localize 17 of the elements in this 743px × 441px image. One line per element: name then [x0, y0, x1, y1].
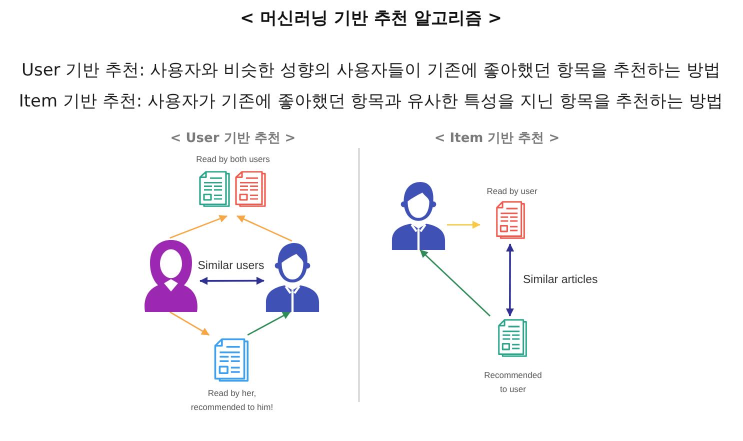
icon-caption: Recommended to user: [483, 369, 543, 396]
icon-caption: Read by user: [486, 185, 538, 198]
arrow: [247, 311, 291, 336]
arrow: [169, 311, 210, 336]
arrow: [200, 276, 264, 285]
arrow: [236, 215, 292, 242]
arrow: [420, 250, 491, 316]
title: < 머신러닝 기반 추천 알고리즘 >: [240, 8, 502, 30]
icon-caption: Read by both users: [195, 153, 271, 166]
description-text: User 기반 추천: 사용자와 비슷한 성향의 사용자들이 기존에 좋아했던 항목을 추천하는 방법: [22, 60, 720, 82]
arrow: [506, 244, 514, 316]
arrow: [447, 220, 480, 229]
section-heading: < User 기반 추천 >: [170, 130, 296, 147]
section-heading: < Item 기반 추천 >: [434, 130, 560, 147]
description-text: Item 기반 추천: 사용자가 기존에 좋아했던 항목과 유사한 특성을 지닌 항목을 추천하는 방법: [18, 90, 724, 112]
arrow: [170, 214, 228, 239]
icon-caption: Read by her, recommended to him!: [190, 387, 274, 414]
